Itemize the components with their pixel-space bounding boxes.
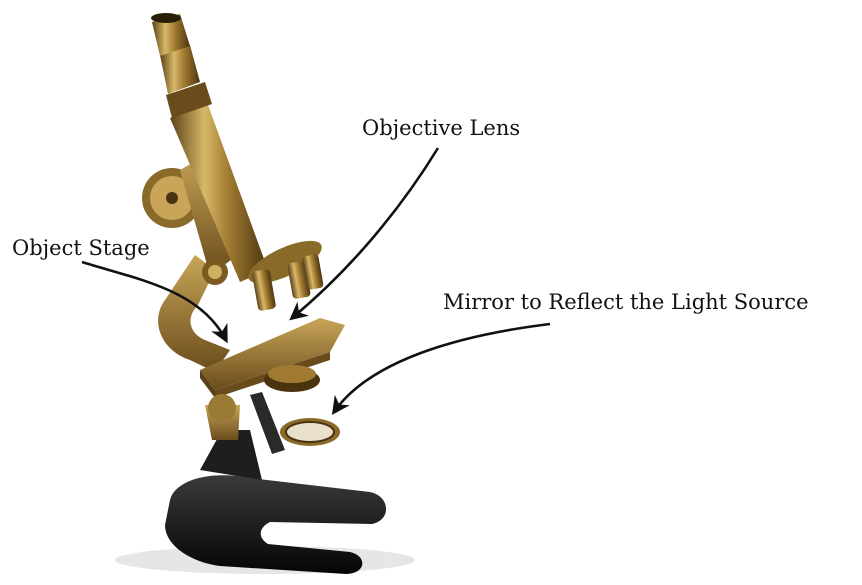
fine-focus-knob	[202, 259, 228, 285]
objective-lens-arrow	[292, 148, 438, 318]
mirror	[280, 418, 340, 446]
mirror-arm	[250, 392, 285, 454]
condenser	[264, 365, 320, 392]
mirror-label: Mirror to Reflect the Light Source	[443, 292, 809, 313]
objective-lens-label: Objective Lens	[362, 118, 520, 139]
tilt-joint	[208, 394, 236, 422]
object-stage-label: Object Stage	[12, 238, 150, 259]
mirror-arrow	[334, 324, 550, 412]
